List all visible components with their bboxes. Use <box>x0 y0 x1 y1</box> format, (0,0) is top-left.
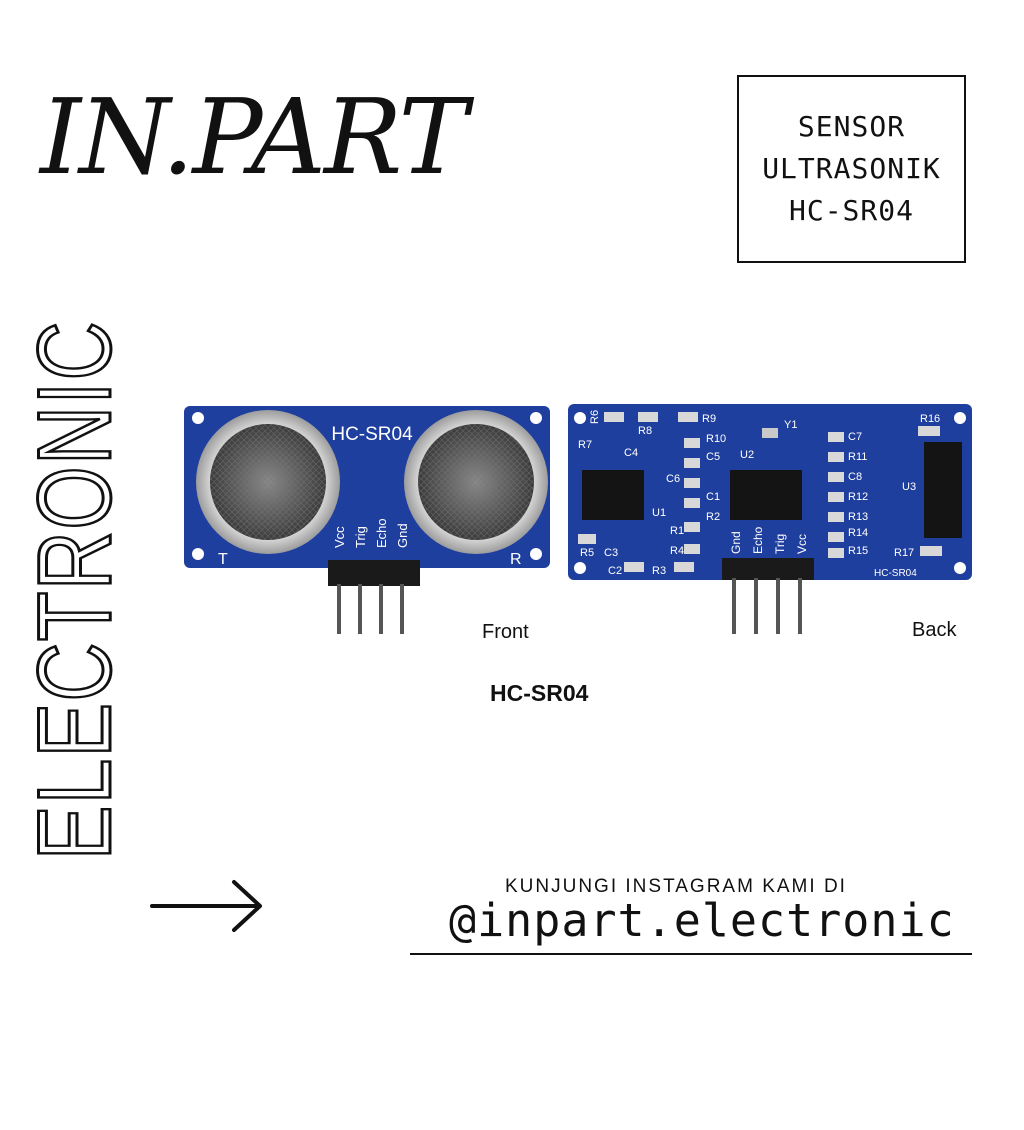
back-label-r10: R10 <box>706 433 726 445</box>
back-label-r2: R2 <box>706 511 720 523</box>
instagram-handle: @inpart.electronic <box>449 894 955 947</box>
back-pin-trig: Trig <box>773 534 787 554</box>
front-corner-right: R <box>510 551 522 568</box>
arrow-right-icon <box>150 878 266 938</box>
back-label-c1: C1 <box>706 491 720 503</box>
back-header-pins <box>722 558 814 634</box>
back-label-c4: C4 <box>624 447 638 459</box>
back-label-c7: C7 <box>848 431 862 443</box>
back-label-r5: R5 <box>580 547 594 559</box>
back-label-r11: R11 <box>848 451 867 463</box>
back-label-u1: U1 <box>652 507 666 519</box>
back-label-u3: U3 <box>902 481 916 493</box>
back-component-pads <box>578 412 942 572</box>
back-label-r1: R1 <box>670 525 684 537</box>
front-transducer-right <box>404 410 548 554</box>
back-label-r7: R7 <box>578 439 592 451</box>
back-label-r9: R9 <box>702 413 716 425</box>
back-label-r15: R15 <box>848 545 868 557</box>
back-label-r4: R4 <box>670 545 684 557</box>
front-pin-echo: Echo <box>374 518 389 548</box>
back-label-c5: C5 <box>706 451 720 463</box>
back-silkscreen: U1 U2 U3 Y1 R6 R7 R8 R9 R10 C4 C5 C6 C1 … <box>578 410 940 579</box>
front-corner-left: T <box>218 551 228 568</box>
back-chip-u2 <box>730 470 802 520</box>
product-title-line-1: SENSOR <box>797 110 906 143</box>
back-label-r12: R12 <box>848 491 868 503</box>
back-label-r3: R3 <box>652 565 666 577</box>
back-label-c2: C2 <box>608 565 622 577</box>
back-label-r16: R16 <box>920 413 940 425</box>
back-label-c6: C6 <box>666 473 680 485</box>
front-pin-vcc: Vcc <box>332 526 347 548</box>
back-label-r8: R8 <box>638 425 652 437</box>
back-chip-u1 <box>582 470 644 520</box>
footer-divider <box>410 953 972 955</box>
back-label-c3: C3 <box>604 547 618 559</box>
back-label-u2: U2 <box>740 449 754 461</box>
back-label-r17: R17 <box>894 547 914 559</box>
back-label-r6: R6 <box>589 410 601 424</box>
front-pin-trig: Trig <box>353 526 368 548</box>
back-board: U1 U2 U3 Y1 R6 R7 R8 R9 R10 C4 C5 C6 C1 … <box>568 404 972 634</box>
caption-back: Back <box>912 619 957 641</box>
product-title-box: SENSOR ULTRASONIK HC-SR04 <box>737 75 966 263</box>
back-pin-vcc: Vcc <box>795 534 809 554</box>
product-title-line-2: ULTRASONIK <box>762 152 941 185</box>
back-board-label: HC-SR04 <box>874 568 917 579</box>
front-transducer-left <box>196 410 340 554</box>
back-label-r13: R13 <box>848 511 868 523</box>
front-pin-gnd: Gnd <box>395 523 410 548</box>
vertical-text: ELECTRONIC <box>17 320 133 860</box>
caption-main: HC-SR04 <box>490 680 589 706</box>
brand-logo: IN.PART <box>40 76 468 198</box>
product-title-line-3: HC-SR04 <box>788 194 914 227</box>
back-pin-labels: Gnd Echo Trig Vcc <box>729 526 809 554</box>
product-photo: HC-SR04 T R Vcc Trig Echo Gnd <box>184 398 974 710</box>
caption-front: Front <box>482 621 529 643</box>
back-label-c8: C8 <box>848 471 862 483</box>
front-board-label: HC-SR04 <box>331 424 413 445</box>
back-crystal-y1 <box>762 428 778 438</box>
back-chip-u3 <box>924 442 962 538</box>
instagram-cta-text: KUNJUNGI INSTAGRAM KAMI DI <box>505 876 847 897</box>
back-pin-echo: Echo <box>751 526 765 554</box>
back-pin-gnd: Gnd <box>729 531 743 554</box>
front-pin-labels: Vcc Trig Echo Gnd <box>332 518 410 548</box>
front-header-pins <box>328 560 420 634</box>
front-board: HC-SR04 T R Vcc Trig Echo Gnd <box>184 406 550 634</box>
back-label-y1: Y1 <box>784 419 797 431</box>
back-label-r14: R14 <box>848 527 868 539</box>
